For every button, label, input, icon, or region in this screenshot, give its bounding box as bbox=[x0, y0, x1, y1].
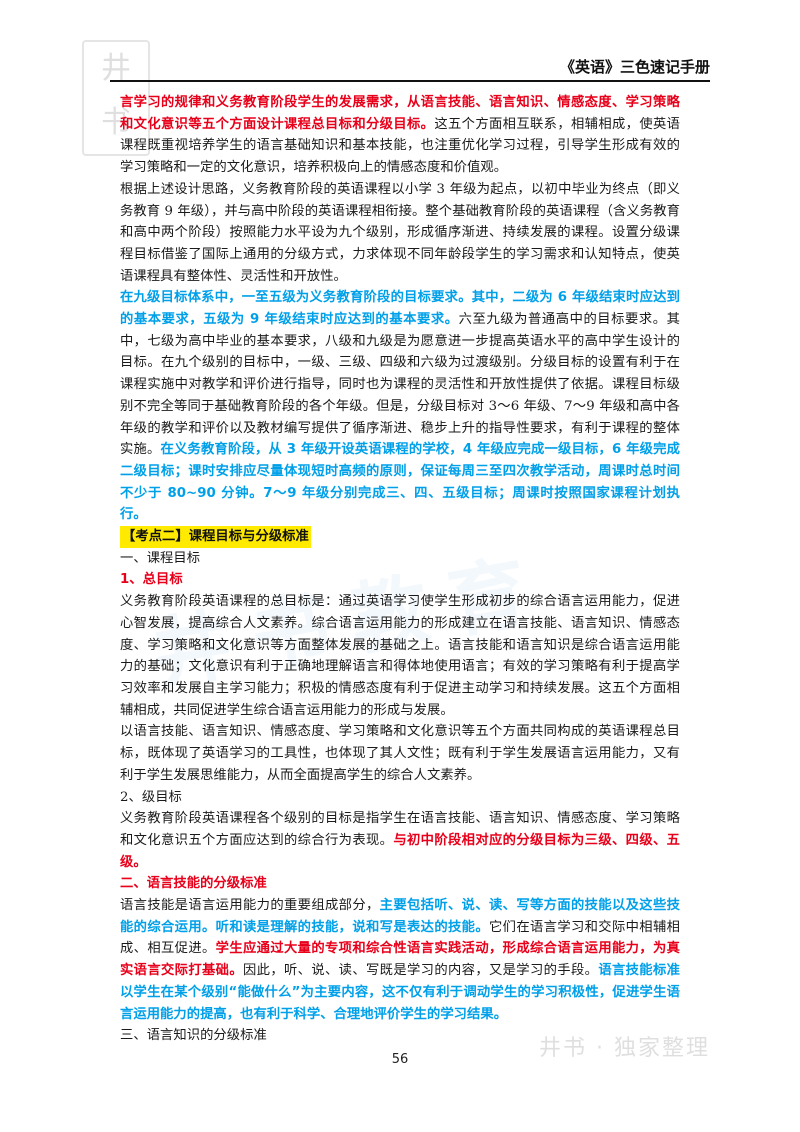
subheading: 二、语言技能的分级标准 bbox=[120, 876, 267, 892]
highlight-text: 主要包括听、说、读、写等方面的技能以及这些技能的综合运用。听和读是理解的技能，说… bbox=[120, 898, 680, 935]
highlight-text: 言学习的规律和义务教育阶段学生的发展需求，从语言技能、语言知识、情感态度、学习策… bbox=[120, 95, 680, 132]
paragraph: 语言技能是语言运用能力的重要组成部分，主要包括听、说、读、写等方面的技能以及这些… bbox=[120, 895, 680, 1025]
highlight-text: 在义务教育阶段，从 3 年级开设英语课程的学校，4 年级应完成一级目标，6 年级… bbox=[120, 442, 680, 523]
highlight-text: 学生应通过大量的专项和综合性语言实践活动，形成综合语言运用能力，为真实语言交际打… bbox=[120, 941, 680, 979]
paragraph: 二、语言技能的分级标准 bbox=[120, 873, 680, 895]
highlight-text: 与初中阶段相对应的分级目标为三级、四级、五级。 bbox=[120, 832, 680, 870]
highlight-text: 语言技能标准以学生在某个级别“能做什么”为主要内容，这不仅有利于调动学生的学习积… bbox=[120, 963, 680, 1022]
paragraph: 言学习的规律和义务教育阶段学生的发展需求，从语言技能、语言知识、情感态度、学习策… bbox=[120, 92, 680, 179]
paragraph: 【考点二】课程目标与分级标准 bbox=[120, 526, 680, 548]
body-text: 义务教育阶段英语课程的总目标是：通过英语学习使学生形成初步的综合语言运用能力，促… bbox=[120, 594, 680, 718]
highlight-text: 在九级目标体系中，一至五级为义务教育阶段的目标要求。其中，二级为 6 年级结束时… bbox=[120, 290, 680, 328]
body-text: 语言技能是语言运用能力的重要组成部分， bbox=[120, 898, 380, 914]
header-divider bbox=[110, 80, 710, 82]
paragraph: 根据上述设计思路，义务教育阶段的英语课程以小学 3 年级为起点，以初中毕业为终点… bbox=[120, 179, 680, 288]
body-text: 六至九级为普通高中的目标要求。其中，七级为高中毕业的基本要求，八级和九级是为愿意… bbox=[120, 312, 680, 458]
body-text: 2、级目标 bbox=[120, 789, 182, 805]
footer-brand: 井书 · 独家整理 bbox=[539, 1036, 710, 1061]
subheading: 1、总目标 bbox=[120, 572, 183, 588]
body-text: 因此，听、说、读、写既是学习的内容，又是学习的手段。 bbox=[243, 963, 599, 979]
paragraph: 1、总目标 bbox=[120, 569, 680, 591]
section-heading: 【考点二】课程目标与分级标准 bbox=[120, 526, 311, 548]
paragraph: 以语言技能、语言知识、情感态度、学习策略和文化意识等五个方面共同构成的英语课程总… bbox=[120, 721, 680, 786]
paragraph: 一、课程目标 bbox=[120, 548, 680, 570]
body-text: 三、语言知识的分级标准 bbox=[120, 1028, 267, 1044]
paragraph: 在九级目标体系中，一至五级为义务教育阶段的目标要求。其中，二级为 6 年级结束时… bbox=[120, 287, 680, 526]
paragraph: 三、语言知识的分级标准 bbox=[120, 1025, 680, 1047]
body-text: 根据上述设计思路，义务教育阶段的英语课程以小学 3 年级为起点，以初中毕业为终点… bbox=[120, 181, 680, 284]
paragraph: 2、级目标 bbox=[120, 787, 680, 809]
header-title: 《英语》三色速记手册 bbox=[559, 58, 710, 76]
document-body: 言学习的规律和义务教育阶段学生的发展需求，从语言技能、语言知识、情感态度、学习策… bbox=[120, 92, 680, 1047]
body-text: 它们在语言学习和交际中相辅相成、相互促进。 bbox=[120, 919, 680, 957]
body-text: 义务教育阶段英语课程各个级别的目标是指学生在语言技能、语言知识、情感态度、学习策… bbox=[120, 811, 680, 848]
body-text: 这五个方面相互联系，相辅相成，使英语课程既重视培养学生的语言基础知识和基本技能，… bbox=[120, 116, 680, 176]
body-text: 一、课程目标 bbox=[120, 550, 201, 566]
paragraph: 义务教育阶段英语课程各个级别的目标是指学生在语言技能、语言知识、情感态度、学习策… bbox=[120, 808, 680, 873]
body-text: 以语言技能、语言知识、情感态度、学习策略和文化意识等五个方面共同构成的英语课程总… bbox=[120, 724, 680, 783]
page-number: 56 bbox=[391, 1052, 409, 1067]
paragraph: 义务教育阶段英语课程的总目标是：通过英语学习使学生形成初步的综合语言运用能力，促… bbox=[120, 591, 680, 721]
